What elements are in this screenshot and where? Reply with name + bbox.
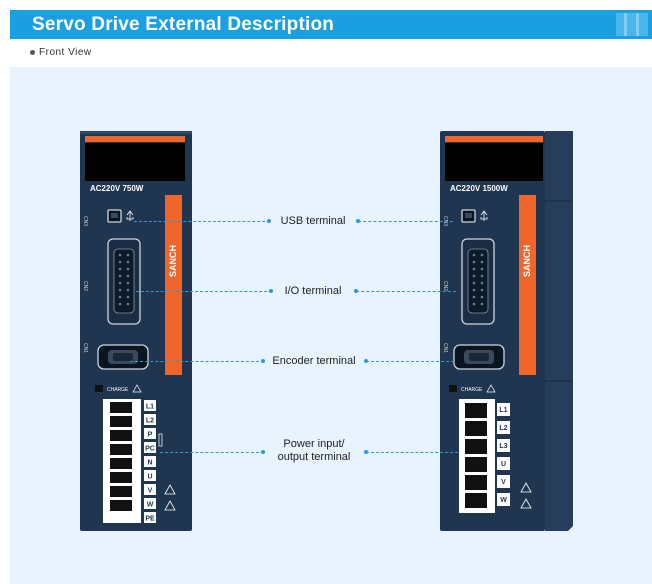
port-label-cn2: CN2 — [82, 281, 88, 291]
io-leader-dot-right — [354, 289, 358, 293]
power-terminal-line2: output terminal — [277, 451, 351, 463]
terminal-u-right: U — [501, 461, 506, 468]
power-terminal-line1: Power input/ — [283, 438, 345, 450]
encoder-leader-left — [130, 361, 264, 362]
terminal-w: W — [147, 502, 154, 509]
model-label: AC220V 750W — [90, 184, 144, 193]
terminal-n: N — [147, 460, 152, 467]
power-leader-right — [366, 452, 458, 453]
encoder-leader-dot-right — [364, 359, 368, 363]
usb-terminal-text: USB terminal — [280, 215, 346, 227]
io-terminal-text: I/O terminal — [284, 285, 342, 297]
port-label-cn2-right: CN2 — [442, 281, 448, 291]
terminal-l2: L2 — [146, 418, 154, 425]
encoder-leader-right — [366, 361, 454, 362]
power-terminal-label: Power input/ output terminal — [266, 438, 362, 464]
io-terminal-label: I/O terminal — [274, 285, 352, 298]
terminal-l1-right: L1 — [499, 407, 507, 414]
servo-drive-1500w: AC220V 1500W SANCH CN3 CN2 CN1 CHARGE — [440, 131, 573, 531]
encoder-terminal-text: Encoder terminal — [272, 355, 356, 367]
terminal-l3-right: L3 — [499, 443, 507, 450]
terminal-p: P — [148, 432, 153, 439]
power-leader-dot-right — [364, 450, 368, 454]
brand-label-right: SANCH — [522, 245, 532, 277]
usb-leader-dot-right — [356, 219, 360, 223]
charge-label: CHARGE — [107, 387, 129, 393]
terminal-u: U — [147, 474, 152, 481]
terminal-l1: L1 — [146, 404, 154, 411]
front-view-text: Front View — [39, 47, 92, 58]
model-label-right: AC220V 1500W — [450, 184, 508, 193]
io-leader-dot-left — [269, 289, 273, 293]
terminal-w-right: W — [500, 497, 507, 504]
encoder-leader-dot-left — [261, 359, 265, 363]
brand-label: SANCH — [168, 245, 178, 277]
usb-leader-right — [358, 221, 453, 222]
terminal-pc: PC — [145, 446, 155, 453]
terminal-v-right: V — [501, 479, 506, 486]
io-leader-left — [136, 291, 272, 292]
encoder-terminal-label: Encoder terminal — [266, 355, 362, 368]
header-decoration — [616, 13, 648, 36]
usb-terminal-label: USB terminal — [272, 215, 354, 228]
terminal-pe: PE — [145, 516, 155, 523]
terminal-l2-right: L2 — [499, 425, 507, 432]
page-title: Servo Drive External Description — [32, 14, 335, 35]
section-header: Servo Drive External Description — [10, 10, 652, 39]
port-label-cn3: CN3 — [82, 216, 88, 226]
usb-leader-left — [134, 221, 270, 222]
product-diagram: AC220V 750W SANCH CN3 CN2 CN1 CHA — [10, 67, 652, 584]
front-view-label: Front View — [30, 47, 92, 58]
charge-label-right: CHARGE — [461, 387, 483, 393]
port-label-cn1: CN1 — [82, 343, 88, 353]
io-leader-right — [356, 291, 456, 292]
usb-leader-dot-left — [267, 219, 271, 223]
port-label-cn1-right: CN1 — [442, 343, 448, 353]
power-leader-dot-left — [261, 450, 265, 454]
servo-drive-750w: AC220V 750W SANCH CN3 CN2 CN1 CHA — [80, 131, 192, 531]
terminal-v: V — [148, 488, 153, 495]
bullet-icon — [30, 49, 35, 55]
power-leader-left — [160, 452, 264, 453]
